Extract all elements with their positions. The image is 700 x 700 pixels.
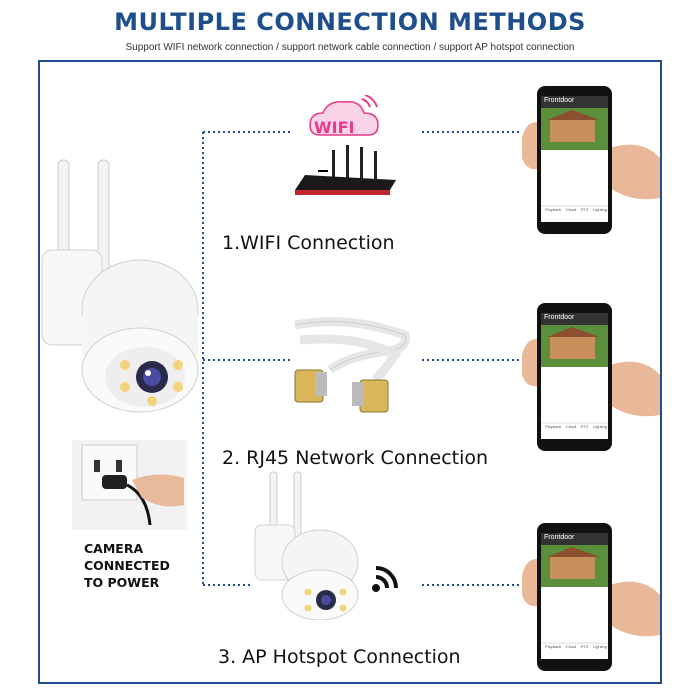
phone-2-app-title: Frontdoor — [544, 314, 575, 321]
phone-1-tab-lighting: Lighting — [592, 207, 607, 212]
phone-2-tabs: Playback Cloud PTZ Lighting — [545, 424, 607, 429]
phone-3-tab-cloud: Cloud — [565, 644, 577, 649]
phone-3-tab-playback: Playback — [545, 644, 562, 649]
phone-2-icon — [522, 303, 660, 451]
phone-1-tabs: Playback Cloud PTZ Lighting — [545, 207, 607, 212]
wifi-signal-icon — [372, 566, 398, 592]
connection-label-wifi: 1.WIFI Connection — [222, 232, 395, 254]
wifi-router-icon — [295, 95, 396, 195]
phone-1-app-title: Frontdoor — [544, 97, 575, 104]
phone-1-tab-playback: Playback — [545, 207, 562, 212]
phone-2-tab-lighting: Lighting — [592, 424, 607, 429]
wifi-badge: WIFI — [314, 118, 355, 137]
phone-3-tab-lighting: Lighting — [592, 644, 607, 649]
phone-1-tab-ptz: PTZ — [580, 207, 589, 212]
camera-small-icon — [254, 471, 359, 620]
connection-label-ap: 3. AP Hotspot Connection — [218, 646, 461, 668]
page-title: MULTIPLE CONNECTION METHODS — [114, 8, 586, 36]
phone-3-tab-ptz: PTZ — [580, 644, 589, 649]
page-subtitle: Support WIFI network connection / suppor… — [125, 42, 575, 53]
rj45-cable-icon — [294, 317, 410, 413]
phone-3-tabs: Playback Cloud PTZ Lighting — [545, 644, 607, 649]
phone-3-app-title: Frontdoor — [544, 534, 575, 541]
power-label-line-3: TO POWER — [84, 575, 160, 590]
connection-label-rj45: 2. RJ45 Network Connection — [222, 447, 489, 469]
power-label: CAMERA CONNECTED TO POWER — [84, 540, 170, 591]
camera-large-icon — [41, 159, 199, 413]
phone-1-tab-cloud: Cloud — [565, 207, 577, 212]
phone-2-tab-ptz: PTZ — [580, 424, 589, 429]
phone-3-icon — [522, 523, 660, 671]
phone-2-tab-cloud: Cloud — [565, 424, 577, 429]
phone-1-icon — [522, 86, 660, 234]
phone-2-tab-playback: Playback — [545, 424, 562, 429]
content-frame — [38, 60, 662, 684]
power-plug-icon — [72, 440, 187, 530]
power-label-line-1: CAMERA — [84, 541, 144, 556]
power-label-line-2: CONNECTED — [84, 558, 170, 573]
